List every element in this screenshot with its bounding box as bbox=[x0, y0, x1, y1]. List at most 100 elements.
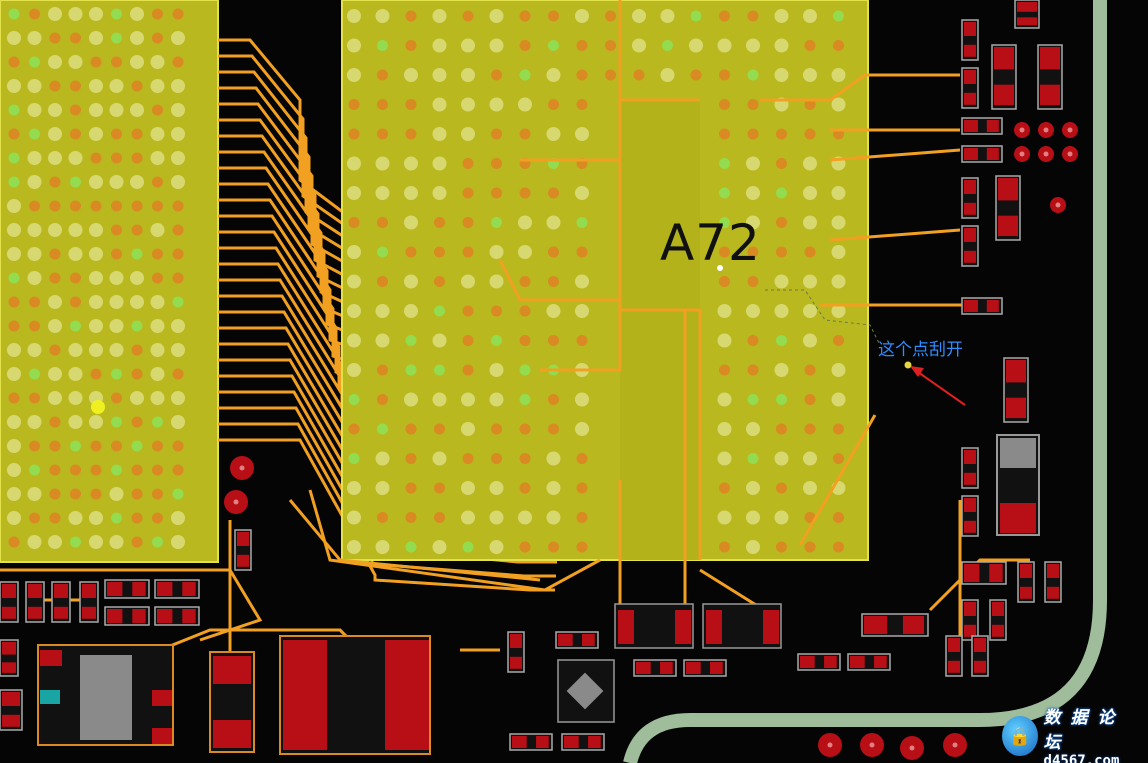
bga-pad bbox=[434, 276, 445, 287]
bga-pad bbox=[7, 247, 21, 261]
bga-pad bbox=[109, 175, 124, 189]
bga-pad bbox=[405, 40, 417, 51]
left-bga-pads bbox=[7, 7, 185, 549]
bga-pad bbox=[347, 245, 361, 259]
bga-pad bbox=[803, 186, 817, 200]
bga-pad bbox=[152, 440, 163, 452]
bga-pad bbox=[833, 40, 844, 51]
bga-pad bbox=[130, 7, 144, 21]
bga-pad bbox=[576, 217, 588, 228]
bga-pad bbox=[491, 305, 502, 317]
bga-pad bbox=[29, 440, 40, 452]
bga-pad bbox=[462, 453, 474, 464]
bga-pad bbox=[804, 246, 816, 258]
bga-pad bbox=[109, 343, 124, 357]
bga-pad bbox=[546, 451, 561, 466]
bga-pad bbox=[347, 186, 361, 200]
smd-part bbox=[797, 653, 841, 671]
bga-pad bbox=[489, 510, 504, 525]
bga-pad bbox=[68, 7, 83, 21]
smd-part bbox=[507, 631, 525, 673]
bga-pad bbox=[89, 511, 103, 525]
board-edge-outline bbox=[623, 0, 1107, 763]
bga-pad bbox=[27, 223, 42, 237]
bga-pad bbox=[746, 481, 760, 495]
bga-pad bbox=[48, 7, 62, 21]
bga-pad bbox=[632, 38, 646, 53]
smd-part bbox=[0, 581, 19, 623]
bga-pad bbox=[70, 440, 81, 452]
bga-pad bbox=[803, 274, 817, 289]
bga-pad bbox=[489, 245, 504, 259]
smd-part bbox=[1014, 0, 1040, 29]
smd-part bbox=[961, 599, 979, 641]
bga-pad bbox=[27, 271, 42, 285]
bga-pad bbox=[172, 272, 184, 284]
bga-pad bbox=[405, 423, 417, 435]
bga-pad bbox=[405, 10, 417, 22]
smd-part bbox=[989, 599, 1007, 641]
bga-pad bbox=[689, 38, 703, 53]
smd-part bbox=[961, 145, 1003, 163]
smd-part bbox=[633, 659, 677, 677]
bga-pad bbox=[111, 56, 122, 68]
bga-pad bbox=[49, 464, 61, 476]
bga-pad bbox=[404, 186, 418, 200]
bga-pad bbox=[49, 440, 61, 452]
bga-pad bbox=[719, 99, 730, 110]
smd-part bbox=[847, 653, 891, 671]
bga-pad bbox=[89, 127, 103, 141]
bga-pad bbox=[434, 217, 445, 228]
bga-pad bbox=[717, 510, 732, 525]
bga-pad bbox=[131, 368, 143, 380]
bga-pad bbox=[8, 176, 20, 188]
bga-pad bbox=[831, 392, 846, 407]
smd-part bbox=[561, 733, 605, 751]
bga-pad bbox=[7, 79, 21, 93]
smd-part bbox=[995, 175, 1021, 241]
bga-pad bbox=[171, 391, 185, 405]
bga-pad bbox=[375, 304, 390, 318]
bga-pad bbox=[131, 440, 143, 452]
bga-pad bbox=[489, 9, 504, 23]
bga-pad bbox=[375, 9, 390, 23]
bga-pad bbox=[152, 536, 163, 548]
shield-lock-icon: 🔒 bbox=[1002, 716, 1038, 756]
bga-pad bbox=[719, 541, 730, 553]
bga-pad bbox=[131, 512, 143, 524]
bga-pad bbox=[171, 415, 185, 429]
bga-pad bbox=[719, 276, 730, 287]
bga-pad bbox=[576, 453, 588, 464]
bga-pad bbox=[375, 186, 390, 200]
bga-pad bbox=[68, 415, 83, 429]
bga-pad bbox=[89, 343, 103, 357]
smd-part bbox=[861, 613, 929, 637]
bga-pad bbox=[774, 363, 789, 377]
bottom-traces bbox=[0, 489, 1030, 660]
smd-part bbox=[25, 581, 45, 623]
bga-pad bbox=[375, 333, 390, 348]
bga-pad bbox=[405, 541, 417, 553]
bga-pad bbox=[8, 8, 20, 20]
bga-pad bbox=[776, 187, 787, 199]
bga-pad bbox=[375, 156, 390, 171]
bga-pad bbox=[833, 335, 844, 346]
bga-pad bbox=[89, 247, 103, 261]
bga-pad bbox=[131, 248, 143, 260]
smd-part bbox=[961, 67, 979, 109]
bga-pad bbox=[70, 104, 81, 116]
bga-pad bbox=[89, 535, 103, 549]
bga-pad bbox=[7, 511, 21, 525]
bga-pad bbox=[172, 488, 184, 500]
bga-pad bbox=[89, 319, 103, 333]
bga-pad bbox=[491, 69, 502, 81]
bga-pad bbox=[548, 99, 559, 110]
bga-pad bbox=[491, 217, 502, 228]
bga-pad bbox=[831, 245, 846, 259]
bga-pad bbox=[576, 69, 588, 81]
bga-pad bbox=[747, 99, 759, 110]
bga-pad bbox=[172, 464, 184, 476]
bga-pad bbox=[347, 304, 361, 318]
bga-pad bbox=[776, 394, 787, 405]
bga-pad bbox=[831, 274, 846, 289]
